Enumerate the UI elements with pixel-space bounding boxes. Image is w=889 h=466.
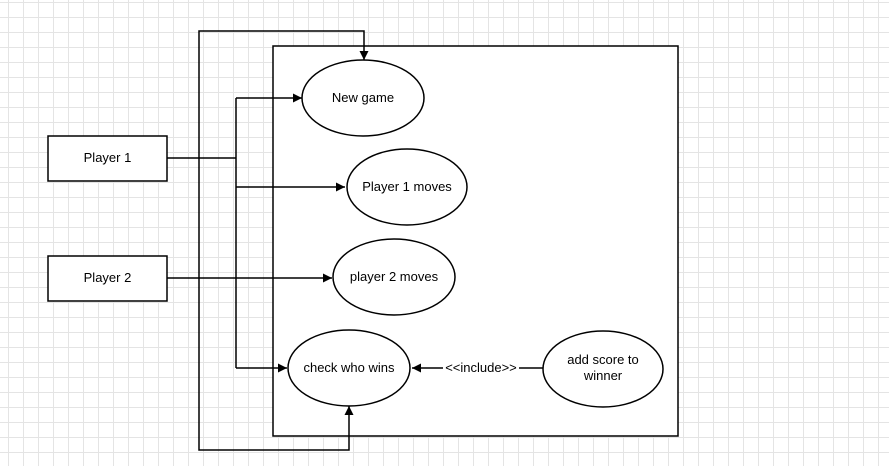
usecase-add-score-ellipse bbox=[542, 330, 664, 408]
usecase-player1-moves: Player 1 moves bbox=[346, 148, 468, 226]
usecase-check-who-wins: check who wins bbox=[287, 329, 411, 407]
usecase-new-game: New game bbox=[301, 59, 425, 137]
edge-player2-check-wins bbox=[198, 278, 354, 451]
actor-player2: Player 2 bbox=[47, 255, 168, 302]
usecase-check-who-wins-ellipse bbox=[287, 329, 411, 407]
usecase-player2-moves-ellipse bbox=[332, 238, 456, 316]
usecase-new-game-label: New game bbox=[332, 90, 394, 105]
usecase-add-score-label-line2: winner bbox=[583, 368, 623, 383]
usecase-player1-moves-label: Player 1 moves bbox=[362, 179, 452, 194]
usecase-check-who-wins-label: check who wins bbox=[303, 360, 395, 375]
usecase-player1-moves-ellipse bbox=[346, 148, 468, 226]
usecase-player2-moves: player 2 moves bbox=[332, 238, 456, 316]
usecase-player2-moves-label: player 2 moves bbox=[350, 269, 439, 284]
usecase-new-game-ellipse bbox=[301, 59, 425, 137]
actor-player1-box bbox=[47, 135, 168, 182]
include-label: <<include>> bbox=[445, 360, 517, 375]
edges bbox=[167, 30, 543, 451]
actor-player2-box bbox=[47, 255, 168, 302]
actor-player1: Player 1 bbox=[47, 135, 168, 182]
actor-player2-label: Player 2 bbox=[84, 270, 132, 285]
usecase-add-score-label-line1: add score to bbox=[567, 352, 639, 367]
actor-player1-label: Player 1 bbox=[84, 150, 132, 165]
edge-player2-new-game bbox=[198, 30, 369, 278]
usecase-add-score: add score to winner bbox=[542, 330, 664, 408]
